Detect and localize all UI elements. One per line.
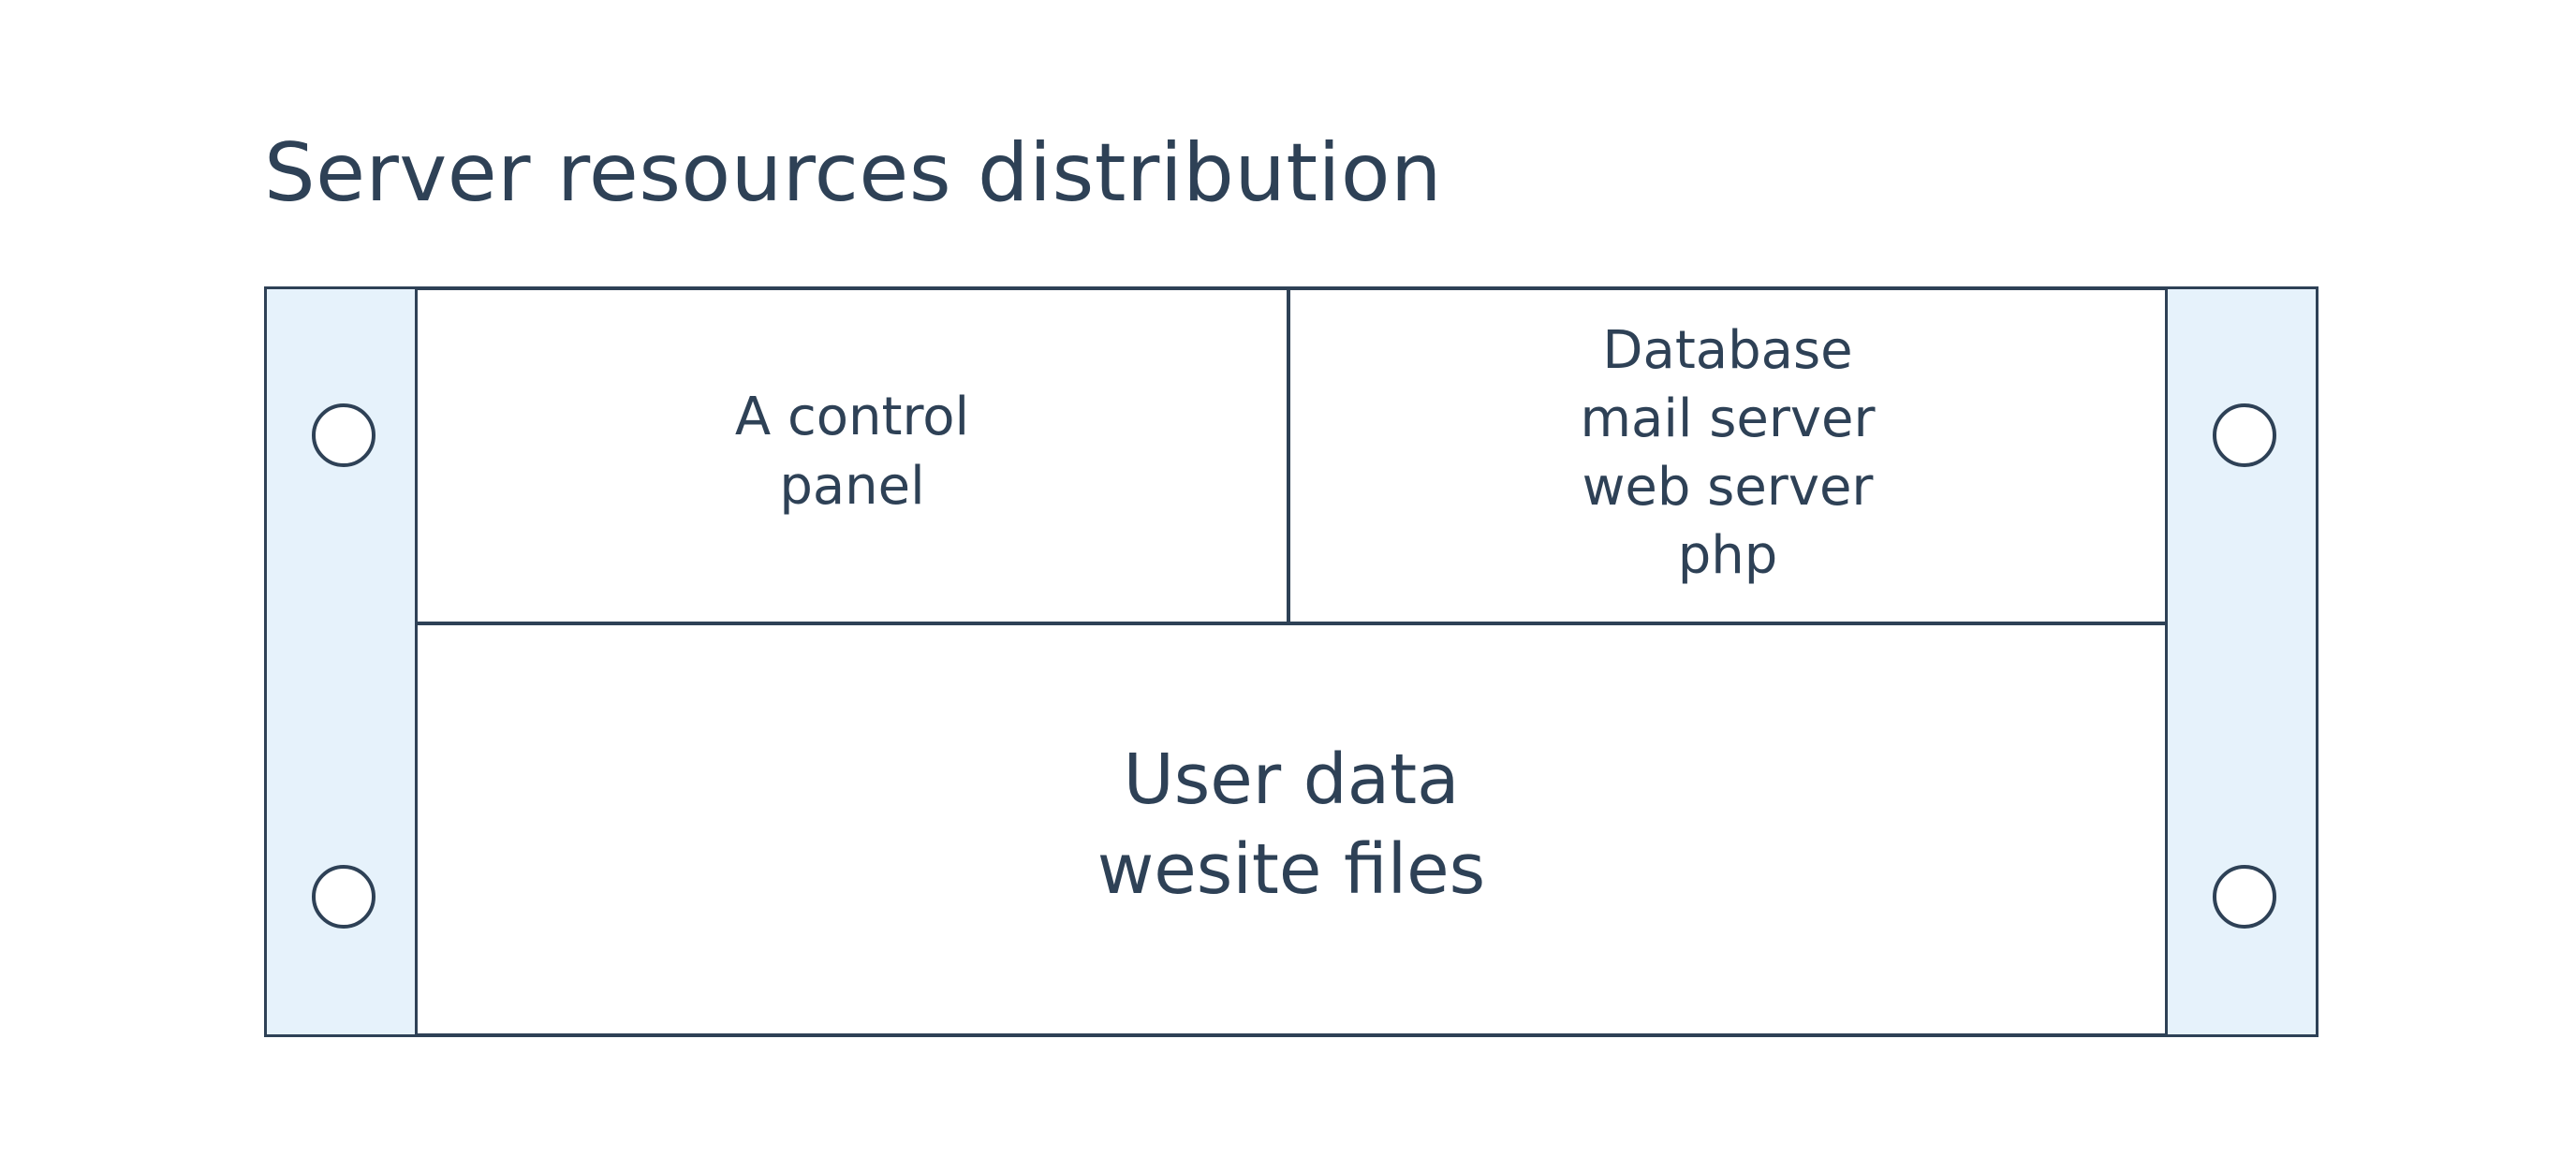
user-data-label-line: wesite files [1097, 829, 1486, 910]
control-panel-label-line: A control [734, 387, 970, 447]
services-label-line: web server [1582, 457, 1874, 518]
server-rack: A control panel Database mail server web… [264, 286, 2318, 1037]
screw-top-left-icon [312, 403, 375, 467]
screw-top-right-icon [2213, 403, 2276, 467]
screw-bottom-right-icon [2213, 865, 2276, 929]
control-panel-label-line: panel [779, 456, 925, 517]
services-label-line: mail server [1580, 388, 1876, 449]
diagram-title: Server resources distribution [264, 126, 1443, 220]
rack-body: A control panel Database mail server web… [418, 286, 2165, 1037]
screw-bottom-left-icon [312, 865, 375, 929]
rack-ear-right [2165, 286, 2318, 1037]
services-label-line: php [1677, 525, 1778, 586]
user-data-label-line: User data [1123, 739, 1460, 820]
control-panel-block: A control panel [418, 290, 1290, 625]
rack-ear-left [264, 286, 418, 1037]
services-block: Database mail server web server php [1290, 290, 2165, 625]
user-data-block: User data wesite files [418, 625, 2165, 1033]
services-label-line: Database [1602, 320, 1853, 381]
